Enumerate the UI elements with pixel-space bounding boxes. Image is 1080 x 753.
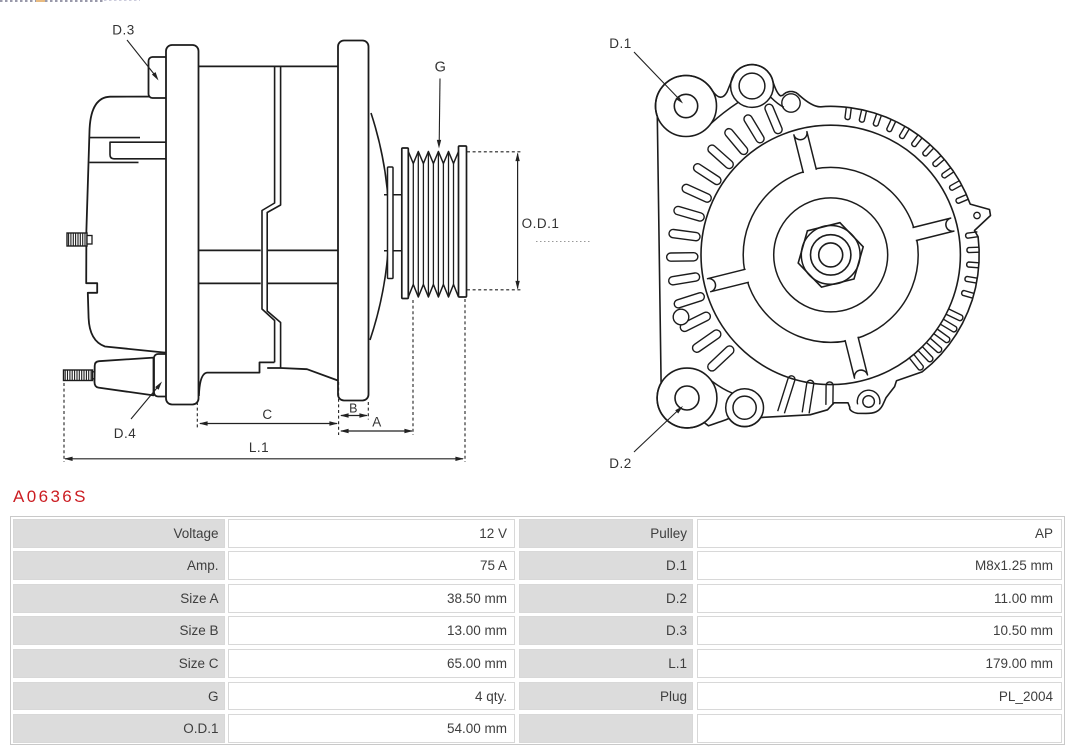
svg-text:B: B — [349, 402, 358, 416]
svg-text:O.D.1: O.D.1 — [522, 216, 560, 231]
svg-text:D.2: D.2 — [609, 456, 632, 471]
svg-text:D.4: D.4 — [114, 426, 137, 441]
svg-text:G: G — [435, 60, 447, 76]
svg-text:A: A — [372, 415, 382, 430]
svg-text:C: C — [262, 407, 272, 422]
svg-text:D.3: D.3 — [112, 23, 135, 38]
svg-text:D.1: D.1 — [609, 36, 632, 51]
svg-text:L.1: L.1 — [249, 440, 269, 455]
